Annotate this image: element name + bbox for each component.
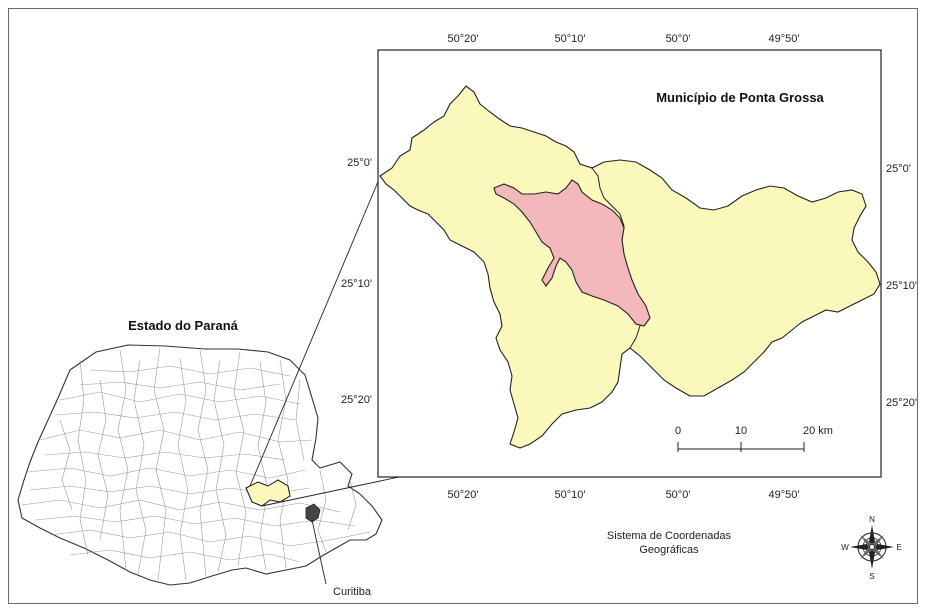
compass-rose-icon: N S E W — [841, 515, 901, 581]
curitiba-marker — [305, 503, 321, 523]
state-title: Estado do Paraná — [128, 318, 239, 333]
state-outline — [17, 344, 383, 586]
municipality-boundaries — [21, 347, 371, 581]
compass-w: W — [841, 543, 849, 552]
inset-map: 0 10 20 km Município de Ponta Grossa — [377, 49, 882, 478]
lat-right-label: 25°10' — [886, 280, 917, 292]
curitiba-label: Curitiba — [333, 586, 372, 598]
state-map — [17, 344, 383, 586]
lon-top-label: 50°0' — [666, 33, 691, 45]
compass-s: S — [869, 572, 874, 581]
lat-right-label: 25°0' — [886, 163, 911, 175]
lon-top-label: 50°10' — [555, 33, 586, 45]
lon-bottom-label: 49°50' — [769, 489, 800, 501]
lon-bottom-label: 50°10' — [555, 489, 586, 501]
longitude-labels-top: 50°20' 50°10' 50°0' 49°50' — [448, 33, 800, 45]
state-ponta-grossa-highlight — [245, 479, 291, 507]
latitude-labels-right: 25°0' 25°10' 25°20' — [886, 163, 917, 409]
lat-left-label: 25°20' — [341, 394, 372, 406]
scale-label-0: 0 — [675, 425, 681, 437]
lat-right-label: 25°20' — [886, 397, 917, 409]
curitiba-leader — [311, 519, 327, 585]
lat-left-label: 25°0' — [347, 157, 372, 169]
scale-label-20km: 20 km — [803, 425, 833, 437]
coordinate-system-line-1: Sistema de Coordenadas — [607, 530, 732, 542]
inset-title: Município de Ponta Grossa — [656, 90, 824, 105]
longitude-labels-bottom: 50°20' 50°10' 50°0' 49°50' — [448, 489, 800, 501]
lon-bottom-label: 50°0' — [666, 489, 691, 501]
lon-bottom-label: 50°20' — [448, 489, 479, 501]
scale-label-10: 10 — [735, 425, 747, 437]
lat-left-label: 25°10' — [341, 278, 372, 290]
latitude-labels-left: 25°0' 25°10' 25°20' — [341, 157, 372, 406]
municipality-polygon — [379, 85, 881, 449]
compass-e: E — [896, 543, 901, 552]
urban-area-polygon — [493, 179, 651, 327]
lon-top-label: 49°50' — [769, 33, 800, 45]
compass-n: N — [869, 515, 875, 524]
coordinate-system-line-2: Geográficas — [639, 544, 699, 556]
lon-top-label: 50°20' — [448, 33, 479, 45]
scale-bar — [677, 442, 805, 452]
